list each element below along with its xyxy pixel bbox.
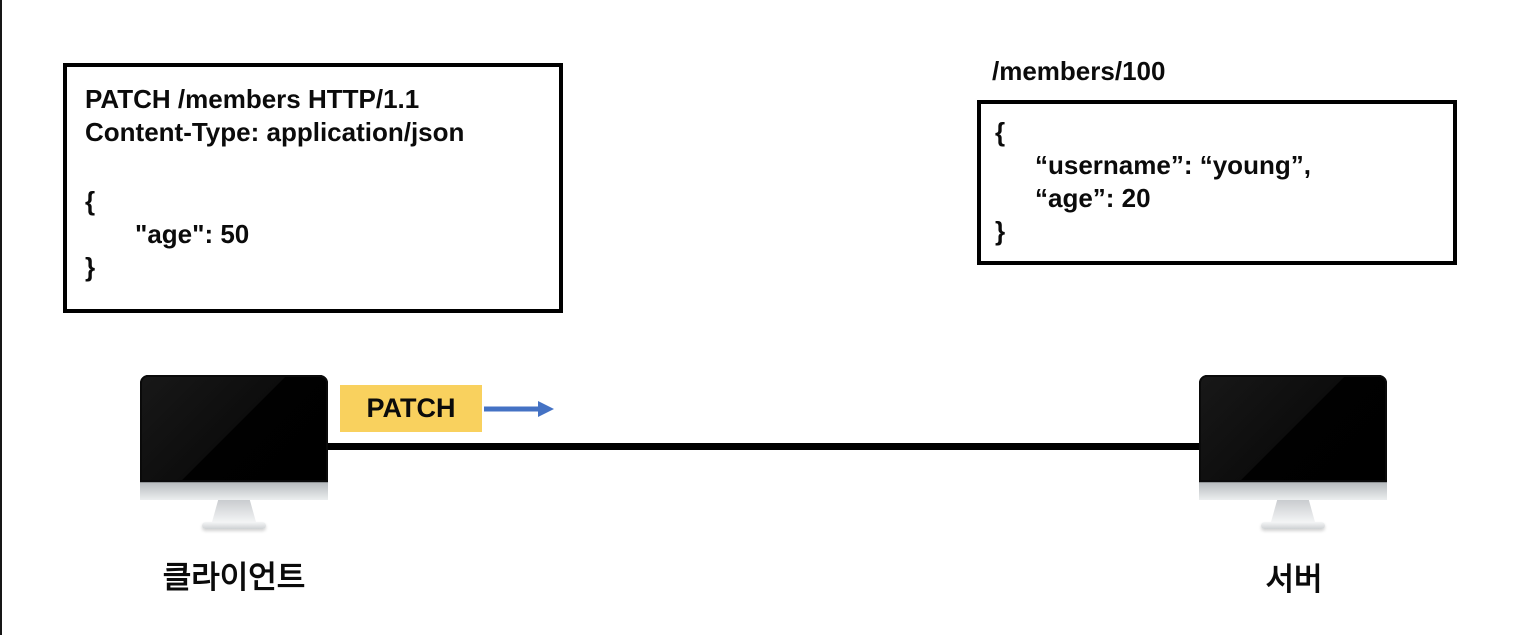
- connection-line: [328, 443, 1203, 450]
- request-json-open-brace: {: [85, 186, 96, 216]
- client-monitor-stand-neck: [212, 500, 256, 522]
- resource-json-close-brace: }: [995, 216, 1006, 246]
- patch-method-label: PATCH: [366, 393, 456, 423]
- blank-line: [85, 149, 549, 185]
- server-monitor-chin: [1199, 482, 1387, 500]
- slide-left-edge-line: [0, 0, 2, 635]
- request-json-age: "age": 50: [135, 219, 250, 249]
- request-json-close-brace: }: [85, 252, 96, 282]
- patch-method-badge: PATCH: [340, 385, 482, 432]
- client-monitor-screen: [140, 375, 328, 482]
- client-monitor-chin: [140, 482, 328, 500]
- client-monitor-icon: [140, 375, 328, 529]
- request-line-content-type: Content-Type: application/json: [85, 117, 465, 147]
- server-monitor-icon: [1199, 375, 1387, 529]
- resource-path-label: /members/100: [992, 56, 1166, 86]
- resource-json-age: “age”: 20: [1035, 183, 1151, 213]
- resource-json-open-brace: {: [995, 117, 1006, 147]
- client-monitor-stand-base: [202, 522, 266, 529]
- server-monitor-stand-base: [1261, 522, 1325, 529]
- server-monitor-stand-neck: [1271, 500, 1315, 522]
- resource-json-username: “username”: “young”,: [1035, 150, 1311, 180]
- http-request-box: PATCH /members HTTP/1.1 Content-Type: ap…: [63, 63, 563, 313]
- server-monitor-screen: [1199, 375, 1387, 482]
- request-direction-arrow-icon: [484, 401, 554, 417]
- resource-state-box: { “username”: “young”, “age”: 20 }: [977, 100, 1457, 265]
- server-label: 서버: [1265, 562, 1323, 597]
- client-label: 클라이언트: [162, 560, 306, 595]
- request-line-method: PATCH /members HTTP/1.1: [85, 84, 420, 114]
